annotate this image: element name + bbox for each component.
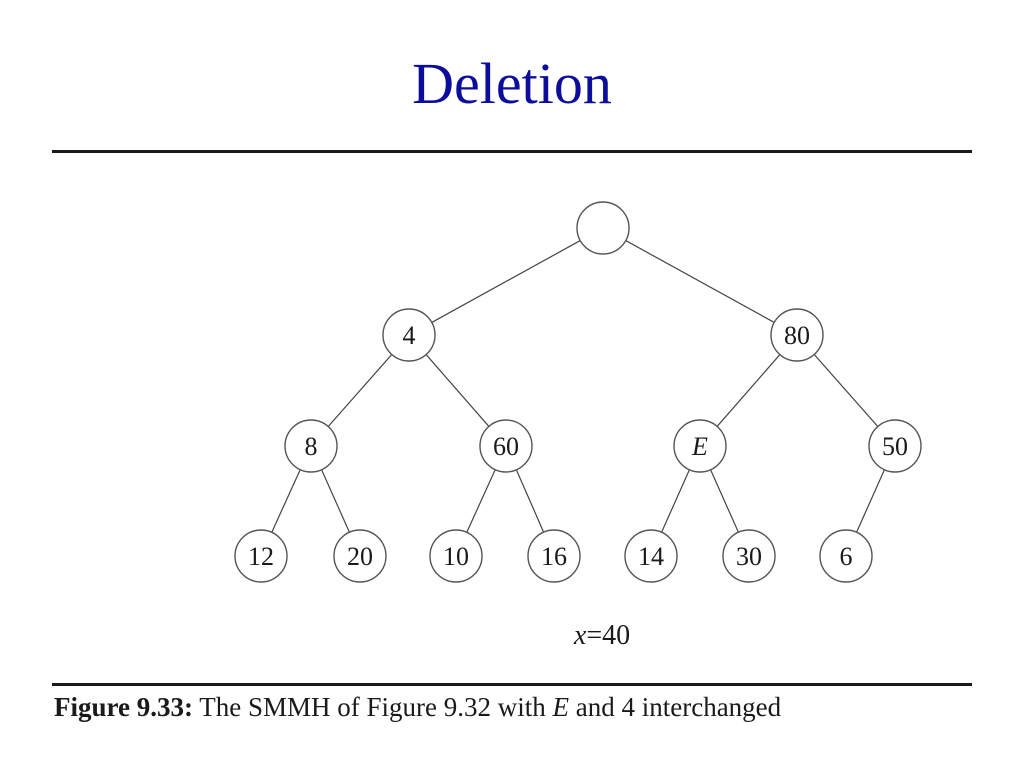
tree-node-circle <box>673 419 727 473</box>
tree-node-circle <box>333 529 387 583</box>
tree-edge-nE-n30 <box>710 469 739 533</box>
tree-node-circle <box>868 419 922 473</box>
x-value-label: x=40 <box>0 620 1024 652</box>
tree-node-n4: 4 <box>382 308 436 362</box>
tree-node-label: 30 <box>736 542 762 571</box>
tree-node-label: 6 <box>840 542 853 571</box>
tree-node-label: 80 <box>784 321 810 350</box>
tree-node-label: 60 <box>493 432 519 461</box>
tree-node-label: 16 <box>541 542 567 571</box>
tree-node-circle <box>284 419 338 473</box>
tree-node-n14: 14 <box>624 529 678 583</box>
tree-node-n50: 50 <box>868 419 922 473</box>
tree-node-label: E <box>691 432 708 461</box>
tree-node-label: 4 <box>403 321 416 350</box>
x-variable: x <box>573 620 587 651</box>
tree-node-n20: 20 <box>333 529 387 583</box>
caption-italic-e: E <box>552 692 570 722</box>
tree-edge-n60-n10 <box>466 469 496 533</box>
tree-node-circle <box>819 529 873 583</box>
bottom-divider <box>52 683 972 686</box>
tree-nodes: 4 80 8 60 E 50 12 20 10 16 14 30 6 <box>234 201 922 583</box>
tree-node-n12: 12 <box>234 529 288 583</box>
tree-edge-root-n80 <box>625 240 775 323</box>
top-divider <box>52 150 972 153</box>
tree-node-circle <box>576 201 630 255</box>
tree-node-circle <box>527 529 581 583</box>
tree-node-n10: 10 <box>429 529 483 583</box>
tree-edge-nE-n14 <box>661 469 690 533</box>
tree-node-circle <box>382 308 436 362</box>
tree-edge-n80-nE <box>716 354 781 427</box>
caption-text-before: The SMMH of Figure 9.32 with <box>192 692 553 722</box>
tree-node-nE: E <box>673 419 727 473</box>
tree-edge-n4-n60 <box>425 354 490 427</box>
tree-node-circle <box>234 529 288 583</box>
tree-node-circle <box>429 529 483 583</box>
tree-node-root <box>576 201 630 255</box>
slide-title: Deletion <box>412 51 612 116</box>
tree-node-circle <box>624 529 678 583</box>
caption-text-after: and 4 interchanged <box>569 692 782 722</box>
tree-node-n30: 30 <box>722 529 776 583</box>
tree-edge-n80-n50 <box>813 354 879 427</box>
tree-node-label: 12 <box>248 542 274 571</box>
tree-edge-n60-n16 <box>515 469 545 533</box>
caption-label: Figure 9.33: <box>54 692 193 722</box>
tree-node-n80: 80 <box>770 308 824 362</box>
tree-node-label: 8 <box>305 432 318 461</box>
tree-edge-n8-n12 <box>271 469 301 533</box>
tree-node-n8: 8 <box>284 419 338 473</box>
tree-node-n6: 6 <box>819 529 873 583</box>
tree-edge-n8-n20 <box>321 469 350 533</box>
x-value: =40 <box>586 620 631 651</box>
tree-edge-n4-n8 <box>327 354 393 427</box>
tree-node-circle <box>722 529 776 583</box>
tree-edge-n50-n6 <box>856 469 885 533</box>
tree-node-label: 14 <box>638 542 664 571</box>
tree-node-label: 50 <box>882 432 908 461</box>
tree-edge-root-n4 <box>431 240 581 323</box>
tree-node-n16: 16 <box>527 529 581 583</box>
tree-node-label: 20 <box>347 542 373 571</box>
tree-node-label: 10 <box>443 542 469 571</box>
tree-node-n60: 60 <box>479 419 533 473</box>
tree-edges <box>271 240 885 533</box>
figure-caption: Figure 9.33: The SMMH of Figure 9.32 wit… <box>54 692 781 723</box>
tree-node-circle <box>770 308 824 362</box>
tree-node-circle <box>479 419 533 473</box>
